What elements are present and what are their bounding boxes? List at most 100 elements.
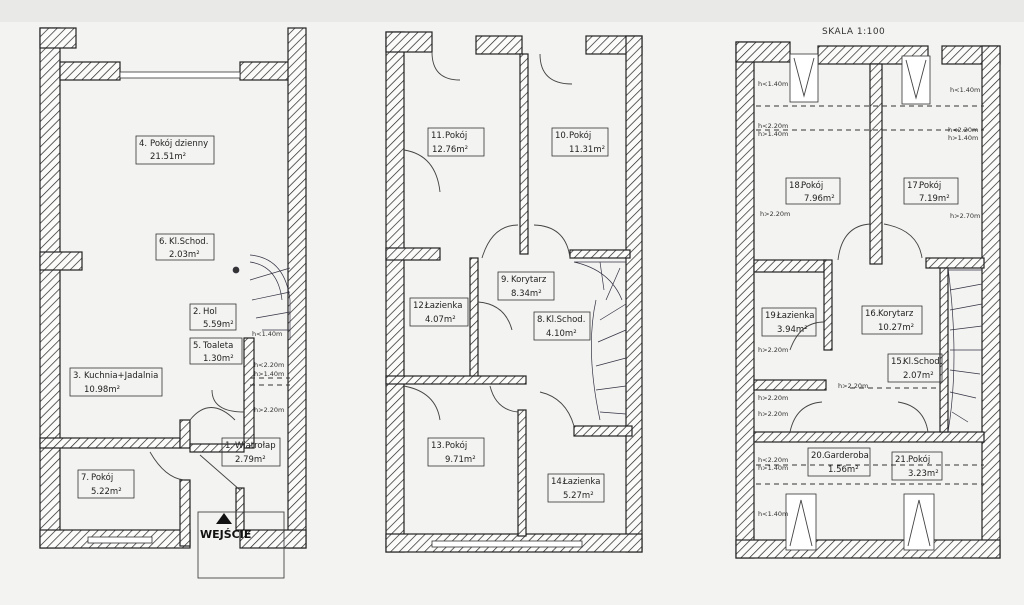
height-note: h<2.20m <box>758 456 788 464</box>
door-swing <box>789 321 825 351</box>
height-note: h>1.40m <box>254 370 284 378</box>
svg-text:12.76m²: 12.76m² <box>432 145 468 155</box>
svg-text:7.: 7. <box>81 473 89 483</box>
room-label: 6. Kl.Schod. 2.03m² <box>155 233 215 261</box>
svg-text:Pokój dzienny: Pokój dzienny <box>150 138 208 149</box>
svg-text:14.: 14. <box>551 477 565 487</box>
entrance-label: WEJŚCIE <box>200 528 251 541</box>
svg-text:Kl.Schod.: Kl.Schod. <box>903 357 942 367</box>
wall <box>753 431 985 443</box>
wall <box>385 31 405 553</box>
svg-text:1.56m²: 1.56m² <box>828 465 859 475</box>
svg-text:2.79m²: 2.79m² <box>235 455 266 465</box>
wall <box>735 539 1001 559</box>
entrance-step <box>197 511 285 579</box>
height-note: h<1.40m <box>950 86 980 94</box>
height-note: h<2.20m <box>254 361 284 369</box>
room-label: 3. Kuchnia+Jadalnia 10.98m² <box>69 367 163 397</box>
svg-text:Kl.Schod.: Kl.Schod. <box>546 315 585 325</box>
window <box>431 540 583 548</box>
svg-text:4.: 4. <box>139 139 147 149</box>
svg-text:3.23m²: 3.23m² <box>908 469 939 479</box>
door-swing <box>189 407 236 421</box>
svg-text:Kuchnia+Jadalnia: Kuchnia+Jadalnia <box>84 371 158 381</box>
room-label: 9. Korytarz 8.34m² <box>497 271 555 301</box>
svg-text:Łazienka: Łazienka <box>776 311 814 321</box>
svg-text:10.27m²: 10.27m² <box>878 323 914 333</box>
staircase-symbol <box>573 261 627 421</box>
scale-label: SKALA 1:100 <box>822 27 885 37</box>
wall <box>925 257 985 269</box>
wall <box>59 61 121 81</box>
svg-text:Pokój: Pokój <box>569 130 591 141</box>
door-swing <box>489 385 519 413</box>
room-label: 5. Toaleta 1.30m² <box>189 337 243 365</box>
door-swing <box>539 53 573 85</box>
svg-text:10.98m²: 10.98m² <box>84 385 120 395</box>
wall <box>243 337 255 449</box>
wall <box>385 375 527 385</box>
wall <box>385 31 433 53</box>
door-swing <box>897 401 929 433</box>
room-label: 7. Pokój 5.22m² <box>77 469 135 499</box>
svg-text:19.: 19. <box>765 311 779 321</box>
height-note: h<1.40m <box>252 330 282 338</box>
wall <box>39 251 83 271</box>
wall <box>287 27 307 549</box>
room-label: 14. Łazienka 5.27m² <box>547 473 605 503</box>
svg-text:5.59m²: 5.59m² <box>203 320 234 330</box>
roof-window <box>789 499 813 547</box>
page-edge <box>0 0 1024 22</box>
svg-text:12.: 12. <box>413 301 427 311</box>
door-swing <box>403 149 441 193</box>
staircase-symbol <box>947 267 983 433</box>
svg-text:5.22m²: 5.22m² <box>91 487 122 497</box>
wall <box>753 259 827 273</box>
svg-text:13.: 13. <box>431 441 445 451</box>
room-label: 17. Pokój 7.19m² <box>903 177 959 205</box>
svg-text:Pokój: Pokój <box>801 180 823 191</box>
entrance-arrow-icon <box>216 513 232 524</box>
door-swing <box>403 385 441 421</box>
wall <box>39 437 181 449</box>
wall <box>939 267 949 433</box>
room-label: 4. Pokój dzienny 21.51m² <box>135 135 215 165</box>
wall <box>39 27 77 49</box>
svg-text:16.: 16. <box>865 309 879 319</box>
door-swing <box>789 401 823 433</box>
floor-plan-ground: WEJŚCIE 4. Pokój dzienny 21.51m² 6. Kl.S… <box>39 27 307 579</box>
svg-text:6.: 6. <box>159 237 167 247</box>
svg-text:Korytarz: Korytarz <box>878 309 914 319</box>
svg-text:21.: 21. <box>895 455 909 465</box>
svg-text:4.10m²: 4.10m² <box>546 329 577 339</box>
wall <box>189 443 245 453</box>
door-swing <box>199 454 241 491</box>
door-swing <box>533 224 571 259</box>
wall <box>239 61 293 81</box>
svg-text:Pokój: Pokój <box>908 454 930 465</box>
svg-text:Łazienka: Łazienka <box>424 301 462 311</box>
svg-text:15.: 15. <box>891 357 905 367</box>
wall <box>519 53 529 255</box>
svg-text:2.: 2. <box>193 307 201 317</box>
door-swing <box>539 391 575 427</box>
wall <box>239 529 307 549</box>
svg-text:Pokój: Pokój <box>91 472 113 483</box>
svg-text:2.07m²: 2.07m² <box>903 371 934 381</box>
svg-text:7.96m²: 7.96m² <box>804 194 835 204</box>
door-swing <box>481 224 519 259</box>
wall <box>469 257 479 381</box>
svg-text:3.94m²: 3.94m² <box>777 325 808 335</box>
wall <box>569 249 631 259</box>
room-label: 2. Hol 5.59m² <box>189 303 237 331</box>
svg-text:9.71m²: 9.71m² <box>445 455 476 465</box>
height-note: h>2.70m <box>950 212 980 220</box>
svg-text:Pokój: Pokój <box>445 130 467 141</box>
svg-text:8.34m²: 8.34m² <box>511 289 542 299</box>
floor-plan-attic: 18. Pokój 7.96m² 17. Pokój 7.19m² 19. Ła… <box>735 41 1001 559</box>
window <box>119 71 241 79</box>
door-swing <box>431 51 461 81</box>
wall <box>517 409 527 537</box>
floor-plan-first: 11. Pokój 12.76m² 10. Pokój 11.31m² 9. K… <box>385 31 643 553</box>
